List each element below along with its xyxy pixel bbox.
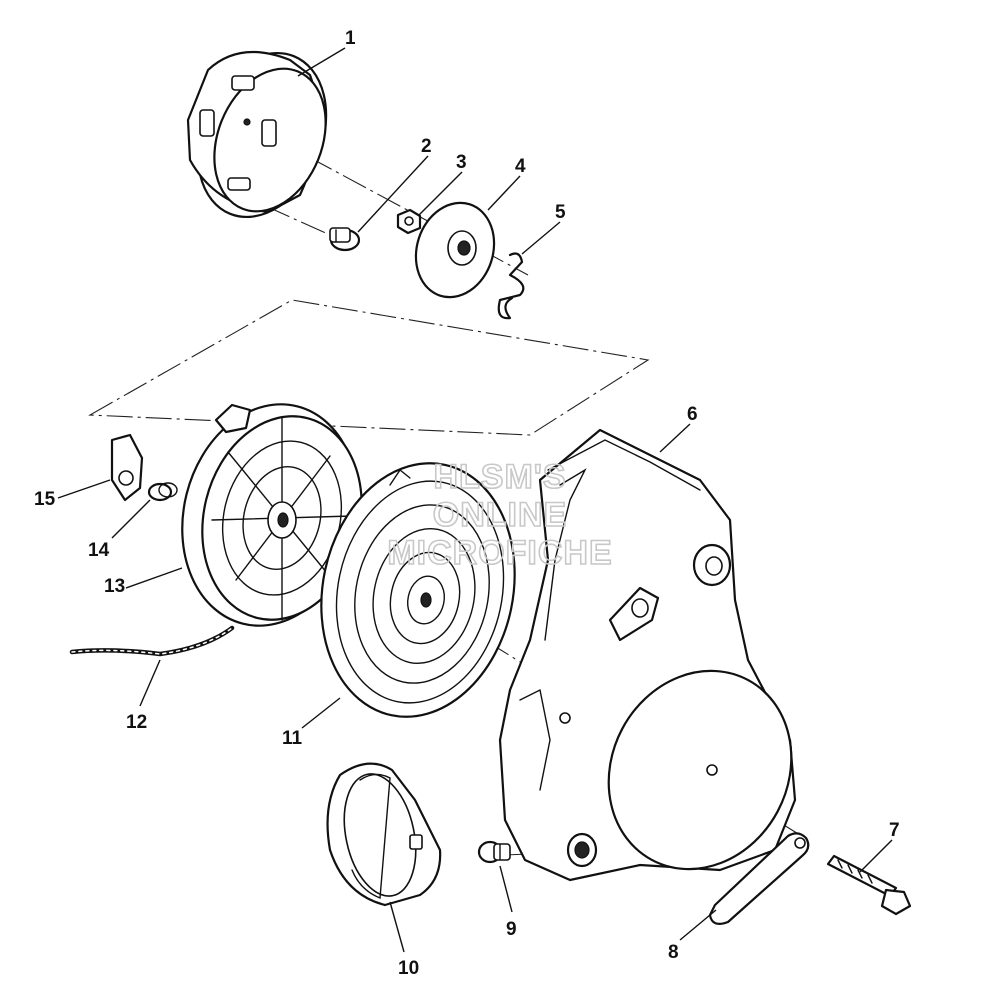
watermark-line-2: ONLINE xyxy=(433,496,567,534)
watermark-line-3: MICROFICHE xyxy=(387,534,612,572)
part-10-starter-handle[interactable] xyxy=(326,762,442,907)
callout-1: 1 xyxy=(345,28,356,49)
watermark-line-1: HLSM'S xyxy=(433,458,566,496)
part-3-nut[interactable] xyxy=(396,208,422,235)
part-5-spring-clip[interactable] xyxy=(497,252,525,320)
callout-labels: 1 2 3 4 5 6 7 8 9 10 11 12 13 14 15 xyxy=(34,28,900,979)
part-15-ratchet[interactable] xyxy=(110,433,144,502)
callout-3: 3 xyxy=(456,152,467,173)
callout-6: 6 xyxy=(687,404,698,425)
callout-4: 4 xyxy=(515,156,526,177)
callout-2: 2 xyxy=(421,136,432,157)
watermark: HLSM'S ONLINE MICROFICHE xyxy=(387,457,613,573)
part-2-bolt[interactable] xyxy=(329,227,361,252)
part-8-guide-plate[interactable] xyxy=(708,832,810,925)
callout-5: 5 xyxy=(555,202,566,223)
callout-8: 8 xyxy=(668,942,679,963)
part-7-long-bolt[interactable] xyxy=(826,854,912,916)
part-1-starter-cup[interactable] xyxy=(175,34,350,237)
part-9-screw[interactable] xyxy=(477,840,511,864)
callout-15: 15 xyxy=(34,489,56,510)
callout-9: 9 xyxy=(506,919,517,940)
leader-lines xyxy=(57,47,893,953)
part-12-rope[interactable] xyxy=(69,625,235,657)
callout-11: 11 xyxy=(282,728,303,749)
part-6-starter-housing[interactable] xyxy=(498,428,826,901)
part-4-pulley-disc[interactable] xyxy=(404,193,506,308)
part-14-spring[interactable] xyxy=(147,482,178,502)
part-13-reel[interactable] xyxy=(159,386,382,645)
callout-14: 14 xyxy=(88,540,110,561)
callout-12: 12 xyxy=(126,712,147,733)
callout-13: 13 xyxy=(104,576,125,597)
callout-7: 7 xyxy=(889,820,900,841)
part-11-recoil-spring[interactable] xyxy=(298,445,537,735)
callout-10: 10 xyxy=(398,958,419,979)
